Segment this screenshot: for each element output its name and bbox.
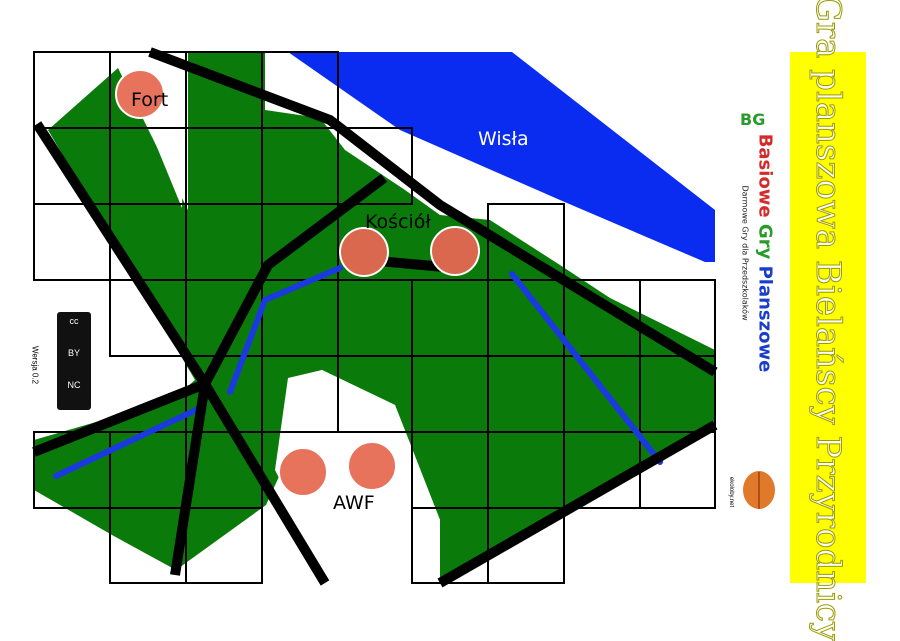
streams	[53, 265, 663, 479]
game-tokens[interactable]	[115, 69, 480, 497]
token-awf-right[interactable]	[347, 441, 397, 491]
river-wisla	[288, 52, 715, 262]
title-banner: Gra planszowa Bielańscy Przyrodnicy	[790, 0, 866, 641]
place-label-awf: AWF	[333, 492, 375, 514]
game-title: Gra planszowa Bielańscy Przyrodnicy	[808, 0, 849, 641]
site-label[interactable]: ekoloby.net	[728, 476, 734, 508]
publisher-logo: BG Basiowe Gry Planszowe Darmowe Gry dla…	[732, 110, 778, 396]
token-awf-left[interactable]	[278, 447, 328, 497]
nc-icon: NC	[67, 380, 81, 390]
river-label: Wisła	[478, 128, 529, 150]
site-label-box: ekoloby.net	[724, 470, 738, 514]
clearing-fort	[145, 112, 183, 208]
leaf-icon	[743, 471, 775, 509]
logo-word-3: Planszowe	[754, 265, 776, 373]
logo-tagline: Darmowe Gry dla Przedszkolaków	[740, 185, 750, 321]
token-church-left[interactable]	[339, 227, 389, 277]
token-church-right[interactable]	[430, 226, 480, 276]
version-label-box: Wersja 0.2	[28, 330, 42, 400]
logo-word-2: Gry	[754, 223, 776, 260]
place-label-fort: Fort	[131, 89, 169, 111]
cc-license-badge[interactable]: cc BY NC	[57, 312, 91, 410]
token-fort[interactable]	[115, 69, 165, 119]
logo-name: Basiowe Gry Planszowe	[755, 134, 776, 373]
cc-icon: cc	[69, 316, 79, 326]
place-label-church: Kościół	[365, 211, 431, 233]
by-icon: BY	[67, 348, 80, 358]
logo-word-1: Basiowe	[754, 133, 776, 218]
forest-area	[34, 52, 715, 583]
logo-mark: BG	[740, 110, 766, 129]
version-label: Wersja 0.2	[30, 345, 40, 385]
roads	[32, 47, 718, 588]
board-grid	[33, 51, 716, 584]
